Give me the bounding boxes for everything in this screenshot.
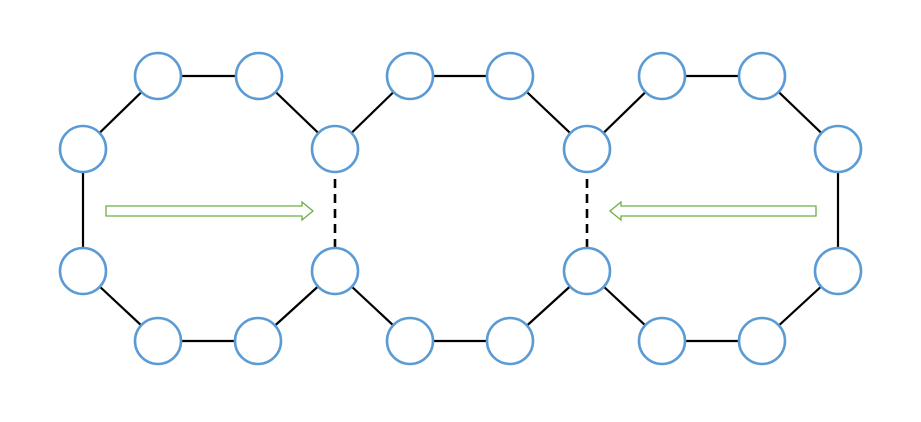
node-L3 (234, 51, 284, 101)
node-R4 (813, 124, 863, 174)
node-R6 (562, 246, 612, 296)
node-L4 (233, 316, 283, 366)
node-R1 (562, 124, 612, 174)
node-M6 (310, 246, 360, 296)
node-M4 (485, 316, 535, 366)
right-arrow-icon (105, 200, 315, 222)
node-R3 (737, 51, 787, 101)
node-R7 (637, 316, 687, 366)
nodes-layer (58, 51, 863, 366)
node-R8 (737, 316, 787, 366)
node-M2 (385, 51, 435, 101)
node-L1 (58, 124, 108, 174)
node-L2 (133, 51, 183, 101)
node-M3 (485, 51, 535, 101)
node-L6 (58, 246, 108, 296)
node-R5 (813, 246, 863, 296)
left-arrow-icon (608, 200, 817, 222)
node-R2 (637, 51, 687, 101)
node-M1 (310, 124, 360, 174)
node-M5 (385, 316, 435, 366)
arrows-layer (105, 200, 817, 222)
node-L5 (133, 316, 183, 366)
